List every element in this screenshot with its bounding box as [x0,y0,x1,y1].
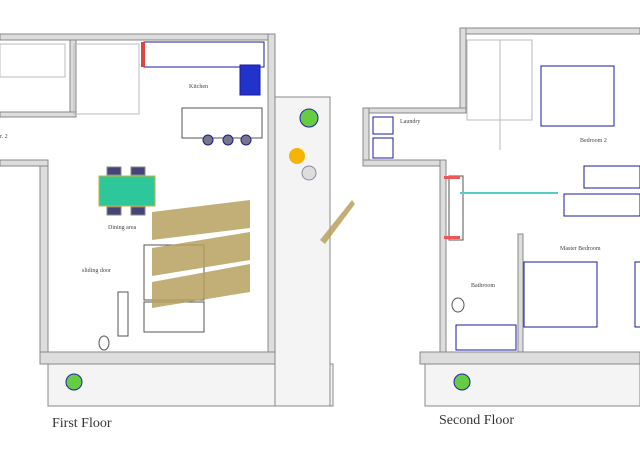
room-label-bathroom: Bathroom [471,283,495,289]
sliding-door-label: sliding door [82,268,111,274]
room-label-laundry: Laundry [400,119,421,125]
second-floor-title: Second Floor [439,413,515,428]
kitchen-counters [143,41,265,146]
plant [299,108,319,128]
beds [523,65,640,328]
room-label-partial: r. 2 [0,134,8,140]
room-label-dining-area: Dining area [108,225,137,231]
room-label-bedroom-2: Bedroom 2 [580,138,607,144]
first-floor-walls [0,33,334,407]
first-floor-title: First Floor [52,416,112,431]
watermark-logo [152,200,355,308]
stairs [0,39,533,150]
dining-table [98,166,156,216]
room-label-master-bedroom: Master Bedroom [560,246,601,252]
second-floor-walls [362,27,640,407]
room-label-kitchen: Kitchen [189,84,208,90]
